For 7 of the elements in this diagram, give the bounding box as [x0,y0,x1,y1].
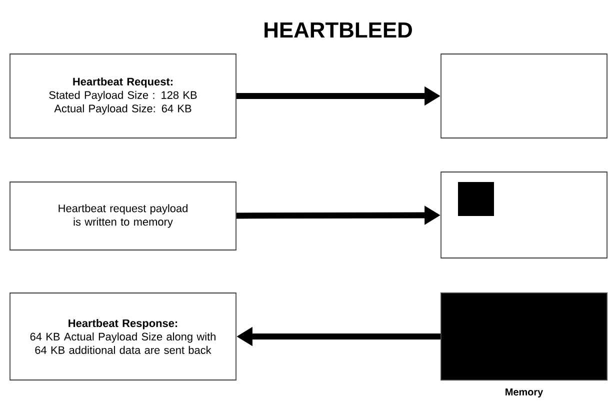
message-box: Heartbeat Request: Stated Payload Size : 128 KB Actual Payload Size: 64 KB [10,54,236,138]
message-box: Heartbeat Response: 64 KB Actual Payload Size along with 64 KB additional data are sent back [10,292,236,380]
message-box: Heartbeat request payload is written to memory [10,182,236,250]
title: HEARTBLEED [264,22,412,38]
memory-block [440,172,608,258]
memory-block [440,54,608,138]
memory-block [440,292,608,380]
